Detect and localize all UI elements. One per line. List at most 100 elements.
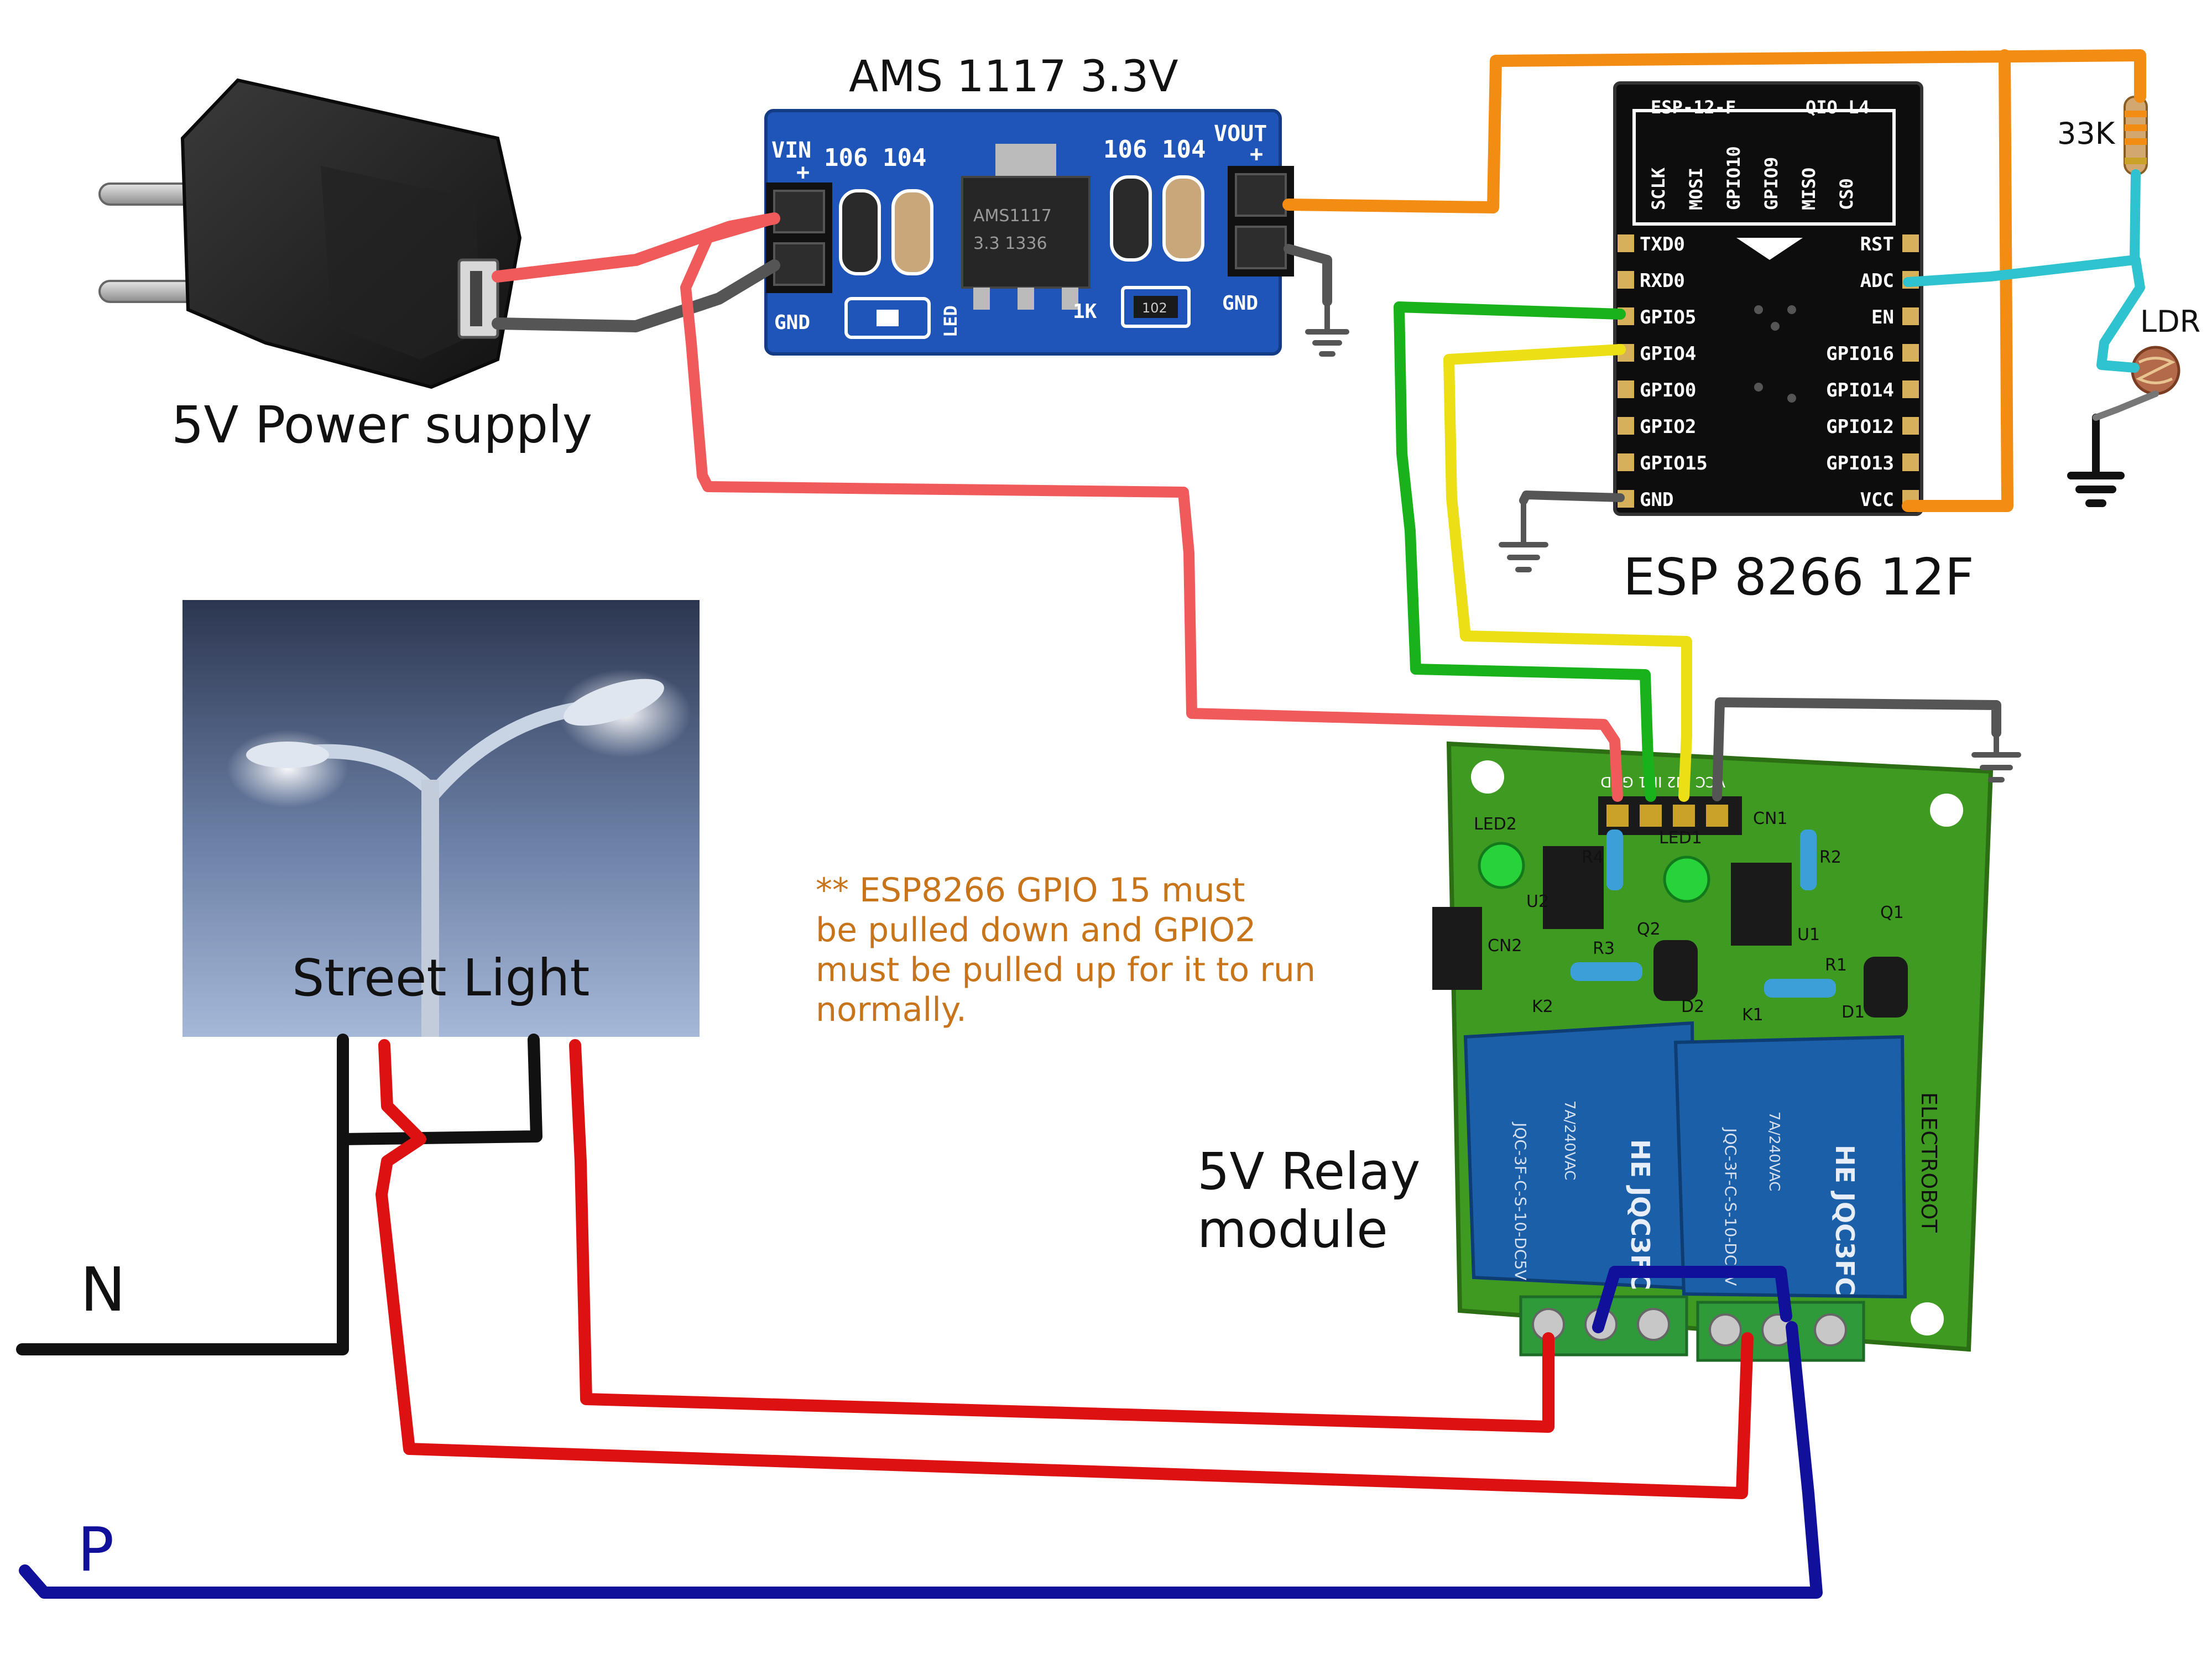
pullup-resistor: [2124, 96, 2148, 175]
ground-symbol-ldr: [2067, 414, 2125, 507]
lamp-head-right: [564, 679, 664, 726]
relay-title-line-2: module: [1197, 1200, 1388, 1259]
note-line-1: ** ESP8266 GPIO 15 must: [816, 871, 1245, 910]
esp-pin-gpio2: GPIO2: [1640, 416, 1696, 438]
wire-5v-red-to-relay-vcc: [680, 213, 1623, 802]
street-light-label: Street Light: [292, 948, 589, 1008]
ldr-sensor: [2131, 346, 2180, 395]
esp-title: ESP 8266 12F: [1623, 547, 1974, 607]
relay-transistor-q2: [1653, 940, 1698, 1001]
relay-r2-label: R2: [1819, 848, 1841, 867]
esp-pad-gpio12: [1902, 417, 1919, 435]
relay-mount-hole-2: [1930, 794, 1963, 827]
regulator-title: AMS 1117 3.3V: [849, 52, 1178, 102]
esp-flash-pin-miso: MISO: [1798, 168, 1819, 210]
relay-1-spec: JQC-3F-C-S-10-DC5V: [1511, 1121, 1530, 1280]
relay-2-spec: JQC-3F-C-S-10-DC5V: [1721, 1127, 1740, 1286]
ground-symbol-relay: [1971, 730, 2021, 782]
esp-pin-gnd: GND: [1640, 489, 1673, 511]
regulator-vin-plus: +: [796, 160, 810, 185]
relay-q2-label: Q2: [1637, 920, 1661, 939]
relay-resistor-r1: [1764, 979, 1836, 998]
esp-pad-en: [1902, 307, 1919, 325]
wire-reg-gnd-out: [1284, 244, 1332, 306]
ldr-track: [2136, 357, 2176, 384]
esp-pin-gpio13: GPIO13: [1826, 452, 1894, 474]
wire-phase-blue: [19, 1321, 1823, 1599]
relay-input-pin-2: [1640, 805, 1662, 827]
wire-gpio4-yellow: [1443, 344, 1692, 802]
regulator-vout-pin: [1235, 173, 1287, 217]
esp-header-right: QIO L4: [1806, 97, 1870, 118]
relay-1-rating: 7A/240VAC: [1561, 1100, 1578, 1180]
capacitor-c1: [839, 189, 881, 275]
lamp-arm-right: [426, 701, 587, 801]
relay-transistor-q1: [1864, 957, 1908, 1018]
esp-pad-rxd0: [1618, 271, 1634, 289]
regulator-gnd-pin: [773, 242, 825, 286]
relay-led1: [1663, 855, 1710, 903]
power-adapter-face: [321, 166, 481, 359]
relay-input-pin-1: [1606, 805, 1629, 827]
esp-flash-pin-gpio9: GPIO9: [1761, 157, 1782, 210]
esp-pin-gpio5: GPIO5: [1640, 306, 1696, 328]
esp-pin-gpio0: GPIO0: [1640, 379, 1696, 401]
esp-antenna-marker: [1736, 238, 1803, 260]
relay-resistor-r3: [1571, 962, 1642, 981]
relay-led1-label: LED1: [1659, 828, 1702, 848]
esp-pin-gpio14: GPIO14: [1826, 379, 1894, 401]
esp-header-left: ESP-12-F: [1651, 97, 1736, 118]
esp-flash-pin-sclk: SCLK: [1648, 167, 1669, 210]
relay-optocoupler-u1: [1731, 863, 1792, 946]
relay-input-pin-4: [1706, 805, 1728, 827]
esp-pad-gpio14: [1902, 380, 1919, 398]
regulator-chip-leg-1: [973, 288, 990, 310]
relay-r4-label: R4: [1582, 848, 1604, 867]
wire-ldr-to-ground: [2093, 390, 2159, 421]
esp-pin-rxd0: RXD0: [1640, 270, 1685, 292]
regulator-chip: [961, 176, 1091, 289]
regulator-1k-label: 1K: [1073, 300, 1097, 323]
relay-2-model: HE JQC3FC: [1830, 1145, 1860, 1296]
esp-pad-gpio0: [1618, 380, 1634, 398]
relay-1-model: HE JQC3FC: [1625, 1139, 1655, 1290]
esp-flash-pin-cs0: CS0: [1836, 178, 1857, 210]
resistor-band-3: [2125, 138, 2147, 145]
regulator-chip-tab: [995, 144, 1056, 177]
regulator-vin-pin: [773, 190, 825, 233]
relay-d1-label: D1: [1841, 1003, 1865, 1022]
note-line-2: be pulled down and GPIO2: [816, 911, 1256, 950]
regulator-vin-label: VIN: [771, 138, 811, 163]
esp-pad-gpio15: [1618, 453, 1634, 471]
note-line-3: must be pulled up for it to run: [816, 951, 1316, 989]
regulator-chip-text-2: 3.3 1336: [973, 234, 1047, 253]
regulator-resistor: [1121, 286, 1191, 328]
ground-symbol-esp: [1499, 498, 1548, 572]
wire-relay-gnd: [1712, 697, 2001, 801]
relay-2-body: [1673, 1035, 1907, 1299]
esp-pad-rst: [1902, 234, 1919, 252]
esp-pad-gpio16: [1902, 344, 1919, 362]
terminal-screw-6: [1814, 1313, 1847, 1347]
power-supply-label: 5V Power supply: [171, 395, 592, 455]
note-line-4: normally.: [816, 990, 967, 1029]
esp-pin-gpio4: GPIO4: [1640, 343, 1696, 365]
regulator-gnd-out-pin: [1235, 226, 1287, 269]
relay-r3-label: R3: [1593, 939, 1615, 958]
wire-3v3-orange: [1282, 49, 2146, 213]
regulator-vout-label: VOUT: [1214, 121, 1267, 147]
relay-input-pin-3: [1673, 805, 1695, 827]
wire-3v3-orange-to-vcc: [1902, 49, 2013, 512]
regulator-led: [844, 297, 931, 339]
esp-pad-txd0: [1618, 234, 1634, 252]
regulator-chip-text-1: AMS1117: [973, 206, 1052, 226]
regulator-resistor-chip: [1134, 296, 1178, 318]
resistor-band-2: [2125, 124, 2147, 131]
terminal-screw-3: [1637, 1308, 1670, 1341]
wire-lamp2-red: [569, 1039, 1554, 1433]
relay-led2: [1478, 842, 1525, 889]
esp-pin-gpio12: GPIO12: [1826, 416, 1894, 438]
